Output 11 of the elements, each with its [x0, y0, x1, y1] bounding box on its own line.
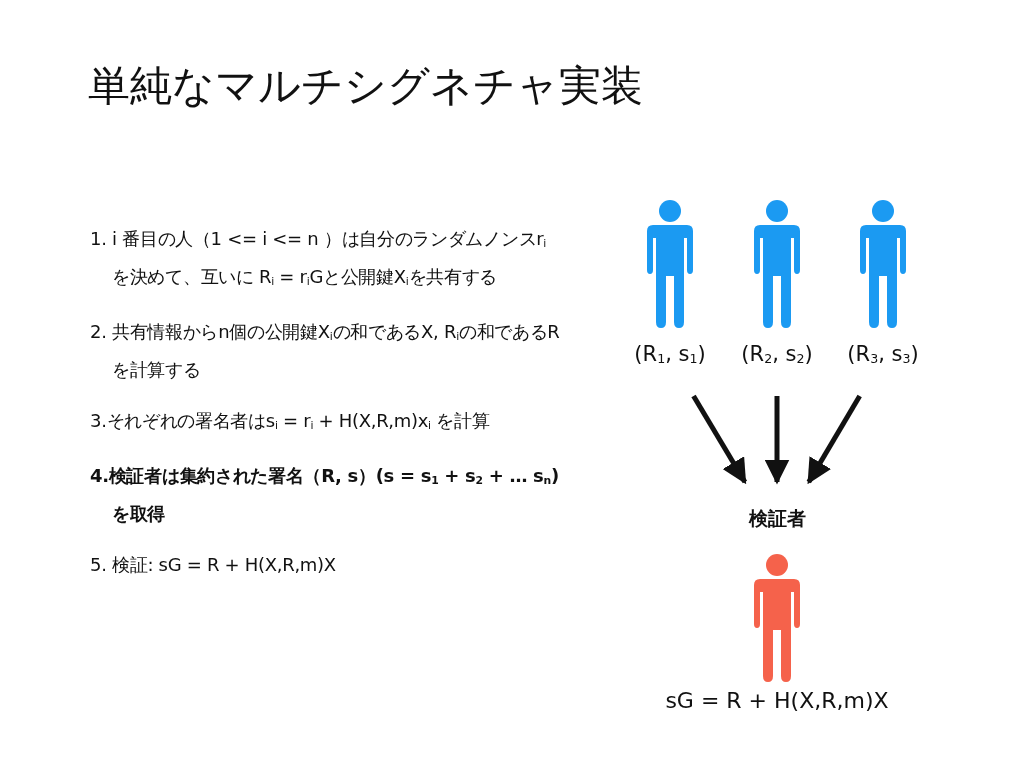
formula-label: sG = R + H(X,R,m)X [665, 688, 889, 713]
signature-label: (R$_{1}$, s$_{1}$) [634, 342, 706, 366]
role-label: 検証者 [748, 506, 806, 531]
signature-label: (R$_{3}$, s$_{3}$) [847, 342, 919, 366]
signature-label: (R$_{2}$, s$_{2}$) [741, 342, 813, 366]
step-text: 5. 検証: sG = R + H(X,R,m)X [90, 553, 337, 578]
step-text: 4.検証者は集約された署名（R, s）(s = s$_{1}$ + s$_{2}$ + … s$_{n}$)を取得 [90, 464, 560, 527]
step-text: 3.それぞれの署名者はs$_{i}$ = r$_{i}$ + H(X,R,m)x$_{i}$ を計算 [90, 408, 491, 434]
step-text: 1. i 番目の人（1 <= i <= n ）は自分のランダムノンスr$_{i}$を決めて、互いに R$_{i}$ = r$_{i}$Gと公開鍵X$_{i}$を共有する [90, 227, 548, 290]
step-text: 2. 共有情報からn個の公開鍵X$_{i}$の和であるX, R$_{i}$の和であるRを計算する [90, 320, 560, 382]
slide-title: 単純なマルチシグネチャ実装 [88, 60, 643, 112]
